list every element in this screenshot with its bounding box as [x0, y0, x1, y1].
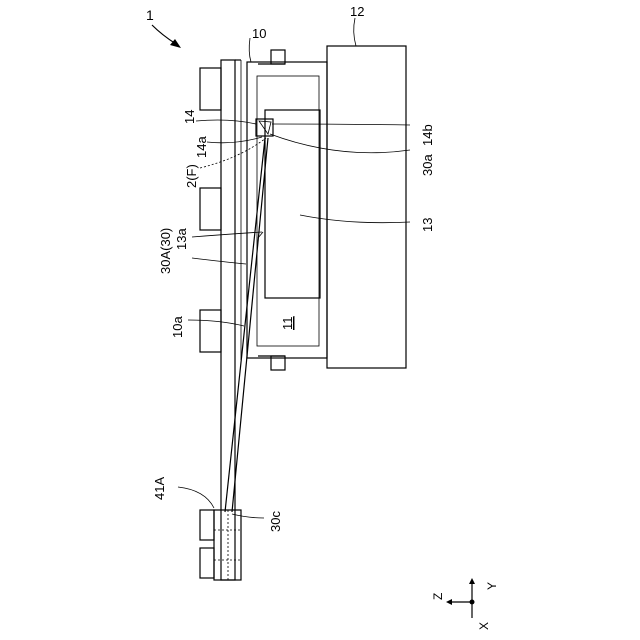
- axis-y-label: Y: [485, 582, 499, 590]
- housing-10: [247, 62, 327, 358]
- device-arrow: [152, 25, 176, 44]
- label-13: 13: [420, 218, 435, 232]
- leader-13: [300, 215, 410, 223]
- leader-41A: [178, 487, 214, 508]
- connector-outer-bottom: [200, 548, 214, 578]
- label-2F: 2(F): [184, 164, 199, 188]
- block-12: [327, 46, 406, 368]
- leader-12: [354, 18, 356, 46]
- axis-indicator: Z Y X: [431, 578, 499, 630]
- block-13: [265, 110, 320, 298]
- device-arrowhead: [170, 39, 181, 48]
- left-block-middle: [200, 188, 221, 230]
- label-12: 12: [350, 4, 364, 19]
- connector-body: [214, 510, 241, 580]
- label-13a: 13a: [174, 228, 189, 250]
- housing-10-inner: [257, 76, 319, 346]
- beam-line-a: [225, 138, 265, 512]
- label-30A: 30A(30): [158, 228, 173, 274]
- label-14a: 14a: [194, 136, 209, 158]
- leader-30c: [232, 514, 264, 518]
- left-block-lower: [200, 310, 221, 352]
- label-14: 14: [182, 110, 197, 124]
- label-14b: 14b: [420, 124, 435, 146]
- leader-10a: [188, 320, 244, 326]
- axis-z-label: Z: [431, 593, 445, 600]
- axis-y-arrowhead: [469, 578, 475, 584]
- leader-10: [249, 38, 251, 62]
- label-10a: 10a: [170, 316, 185, 338]
- label-device: 1: [146, 7, 154, 23]
- leader-14b: [272, 124, 410, 125]
- connector-outer-top: [200, 510, 214, 540]
- label-30a: 30a: [420, 154, 435, 176]
- axis-origin: [470, 600, 475, 605]
- label-11: 11: [280, 317, 295, 331]
- left-block-top: [200, 68, 221, 110]
- axis-z-arrowhead: [446, 599, 452, 605]
- leader-30a: [270, 134, 410, 153]
- label-41A: 41A: [152, 477, 167, 500]
- leader-30A: [192, 258, 246, 264]
- label-30c: 30c: [268, 511, 283, 532]
- beam-line-b: [232, 138, 268, 512]
- label-10: 10: [252, 26, 266, 41]
- axis-x-label: X: [477, 622, 491, 630]
- leader-13a: [192, 232, 262, 237]
